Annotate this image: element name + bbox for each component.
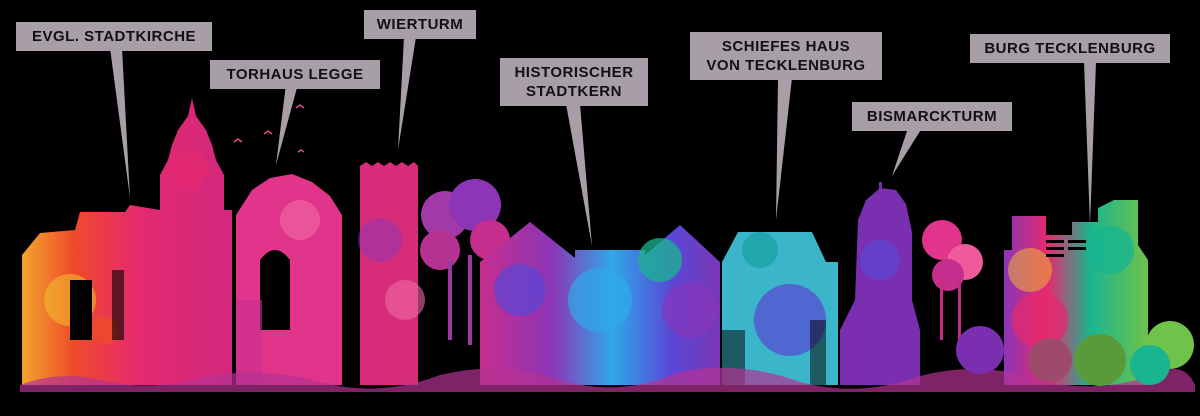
label-bismarckturm-text: BISMARCKTURM: [866, 108, 998, 125]
label-wierturm: WIERTURM: [364, 10, 476, 39]
label-evgl-stadtkirche-text: EVGL. STADTKIRCHE: [31, 28, 197, 45]
label-historischer-stadtkern-line2: STADTKERN: [526, 83, 622, 100]
torhaus-legge-silhouette: [236, 174, 342, 385]
label-bismarckturm: BISMARCKTURM: [852, 102, 1012, 131]
label-evgl-stadtkirche: EVGL. STADTKIRCHE: [16, 22, 212, 51]
label-burg-tecklenburg-text: BURG TECKLENBURG: [984, 40, 1156, 57]
label-torhaus-legge: TORHAUS LEGGE: [210, 60, 380, 89]
label-wierturm-text: WIERTURM: [376, 16, 464, 33]
birds-decoration: [233, 104, 305, 153]
wierturm-silhouette: [358, 162, 425, 385]
bismarckturm-silhouette: [840, 182, 920, 385]
label-schiefes-haus: SCHIEFES HAUS VON TECKLENBURG: [690, 32, 882, 80]
label-historischer-stadtkern-line1: HISTORISCHER: [514, 64, 634, 81]
tree-group-2: [922, 220, 983, 340]
label-burg-tecklenburg: BURG TECKLENBURG: [970, 34, 1170, 63]
stadtkern-silhouette: [480, 222, 720, 385]
label-pointers: [110, 37, 1096, 246]
label-historischer-stadtkern: HISTORISCHER STADTKERN: [500, 58, 648, 106]
stadtkirche-silhouette: [22, 98, 232, 385]
label-schiefes-haus-line2: VON TECKLENBURG: [706, 57, 866, 74]
label-schiefes-haus-line1: SCHIEFES HAUS: [721, 38, 851, 55]
schiefes-haus-silhouette: [722, 232, 838, 385]
label-torhaus-legge-text: TORHAUS LEGGE: [226, 66, 364, 83]
bottom-vegetation: [20, 321, 1195, 392]
